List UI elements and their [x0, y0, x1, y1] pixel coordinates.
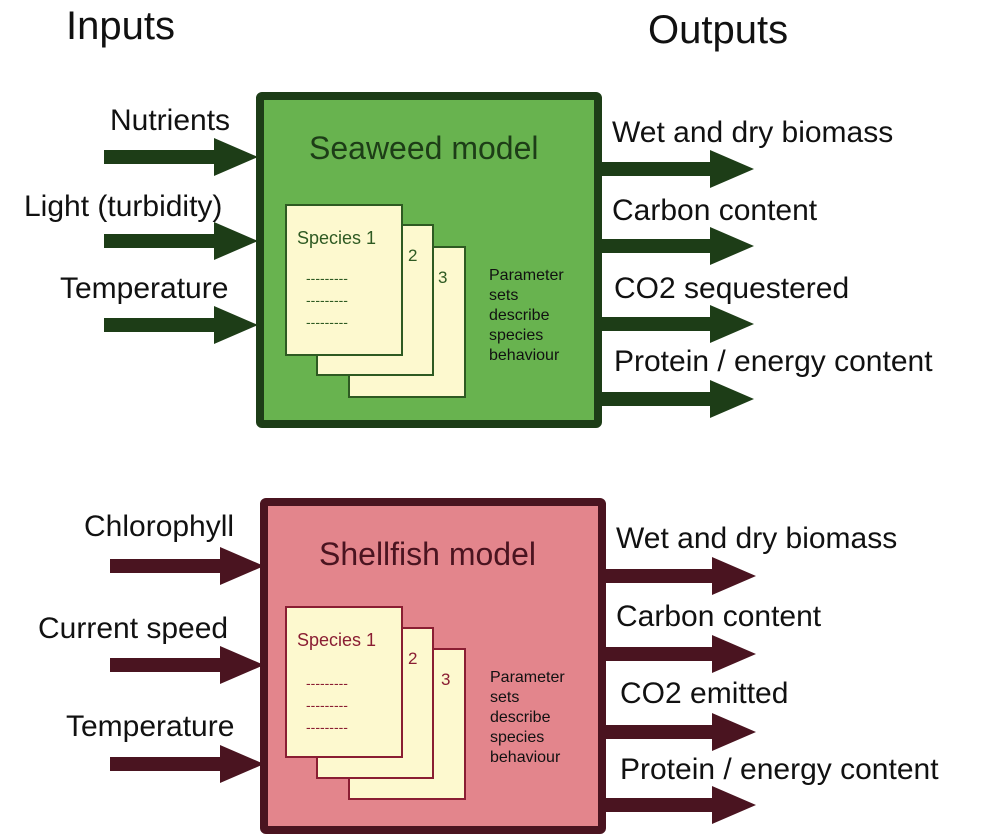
- shellfish-sheet-number: 3: [441, 670, 451, 689]
- shellfish-dash-line: ---------: [306, 675, 348, 691]
- seaweed-species-label: Species 1: [297, 228, 377, 248]
- shellfish-dash-line: ---------: [306, 697, 348, 713]
- shellfish-output-label: Carbon content: [616, 600, 822, 633]
- shellfish-output-arrow: [602, 713, 756, 751]
- note-line: behaviour: [490, 749, 561, 766]
- shellfish-output-arrow: [602, 786, 756, 824]
- note-line: Parameter: [490, 669, 565, 686]
- seaweed-dash-line: ---------: [306, 314, 348, 330]
- shellfish-output-arrow: [602, 557, 756, 595]
- seaweed-output-label: Protein / energy content: [614, 345, 933, 378]
- shellfish-parameter-sheet: [285, 606, 403, 758]
- note-line: sets: [490, 689, 520, 706]
- seaweed-dash-line: ---------: [306, 292, 348, 308]
- shellfish-dash-line: ---------: [306, 719, 348, 735]
- shellfish-input-arrow: [110, 646, 264, 684]
- shellfish-parameter-note: Parameter sets describe species behaviou…: [490, 668, 565, 768]
- seaweed-input-arrow: [104, 306, 258, 344]
- shellfish-output-label: CO2 emitted: [620, 677, 789, 710]
- shellfish-input-label: Temperature: [66, 710, 235, 743]
- shellfish-sheet-number: 2: [408, 649, 418, 668]
- shellfish-model-title: Shellfish model: [319, 536, 536, 572]
- note-line: Parameter: [489, 267, 564, 284]
- shellfish-output-label: Protein / energy content: [620, 753, 939, 786]
- shellfish-output-label: Wet and dry biomass: [616, 522, 898, 555]
- seaweed-parameter-sheet: [285, 204, 403, 356]
- seaweed-output-label: Carbon content: [612, 194, 818, 227]
- note-line: species: [490, 729, 545, 746]
- seaweed-input-label: Temperature: [60, 272, 229, 305]
- seaweed-output-arrow: [600, 380, 754, 418]
- shellfish-output-arrow: [602, 635, 756, 673]
- seaweed-model-title: Seaweed model: [309, 130, 539, 166]
- seaweed-output-arrow: [600, 305, 754, 343]
- seaweed-output-label: CO2 sequestered: [614, 272, 850, 305]
- seaweed-input-label: Nutrients: [110, 104, 231, 137]
- seaweed-output-label: Wet and dry biomass: [612, 116, 894, 149]
- shellfish-species-label: Species 1: [297, 630, 377, 650]
- seaweed-sheet-number: 2: [408, 246, 418, 265]
- seaweed-input-arrow: [104, 222, 258, 260]
- shellfish-input-label: Current speed: [38, 612, 229, 645]
- seaweed-output-arrow: [600, 227, 754, 265]
- shellfish-input-arrow: [110, 547, 264, 585]
- shellfish-input-arrow: [110, 745, 264, 783]
- note-line: sets: [489, 287, 519, 304]
- seaweed-output-arrow: [600, 150, 754, 188]
- seaweed-input-label: Light (turbidity): [24, 190, 223, 223]
- outputs-header: Outputs: [648, 8, 789, 52]
- seaweed-sheet-number: 3: [438, 268, 448, 287]
- inputs-header: Inputs: [66, 4, 175, 48]
- note-line: behaviour: [489, 347, 560, 364]
- seaweed-parameter-note: Parameter sets describe species behaviou…: [489, 266, 564, 366]
- seaweed-dash-line: ---------: [306, 270, 348, 286]
- note-line: describe: [489, 307, 550, 324]
- note-line: species: [489, 327, 544, 344]
- seaweed-input-arrow: [104, 138, 258, 176]
- shellfish-input-label: Chlorophyll: [84, 510, 235, 543]
- note-line: describe: [490, 709, 551, 726]
